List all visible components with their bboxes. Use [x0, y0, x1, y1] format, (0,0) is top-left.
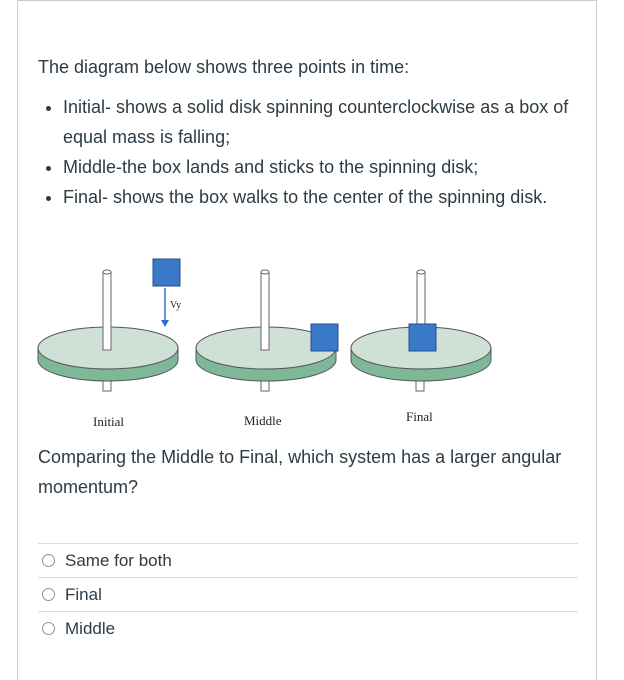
bullet-final: Final- shows the box walks to the center… — [63, 182, 593, 212]
answer-label: Middle — [65, 618, 116, 638]
answer-final[interactable]: Final — [38, 577, 578, 611]
question-card — [17, 0, 597, 680]
answer-label: Final — [65, 584, 102, 604]
box-on-edge — [310, 323, 339, 352]
velocity-arrowhead — [161, 320, 169, 327]
answer-list: Same for both Final Middle — [38, 543, 578, 645]
bullet-middle: Middle-the box lands and sticks to the s… — [63, 152, 593, 182]
radio-button[interactable] — [42, 622, 55, 635]
velocity-label: Vy — [170, 300, 181, 311]
answer-label: Same for both — [65, 550, 172, 570]
bullet-initial: Initial- shows a solid disk spinning cou… — [63, 92, 593, 152]
question-text: Comparing the Middle to Final, which sys… — [38, 447, 562, 497]
falling-box — [152, 258, 181, 287]
box-at-center — [408, 323, 437, 352]
disk-initial — [37, 269, 179, 392]
label-initial: Initial — [93, 414, 124, 429]
intro-text: The diagram below shows three points in … — [38, 57, 410, 77]
answer-middle[interactable]: Middle — [38, 611, 578, 645]
disk-middle — [195, 269, 337, 392]
label-final: Final — [406, 409, 433, 424]
radio-button[interactable] — [42, 588, 55, 601]
answer-same-for-both[interactable]: Same for both — [38, 543, 578, 577]
label-middle: Middle — [244, 413, 282, 428]
radio-button[interactable] — [42, 554, 55, 567]
time-points-list: Initial- shows a solid disk spinning cou… — [38, 92, 593, 212]
spinning-disk-diagram: Vy Initial Middle Final — [37, 258, 492, 429]
